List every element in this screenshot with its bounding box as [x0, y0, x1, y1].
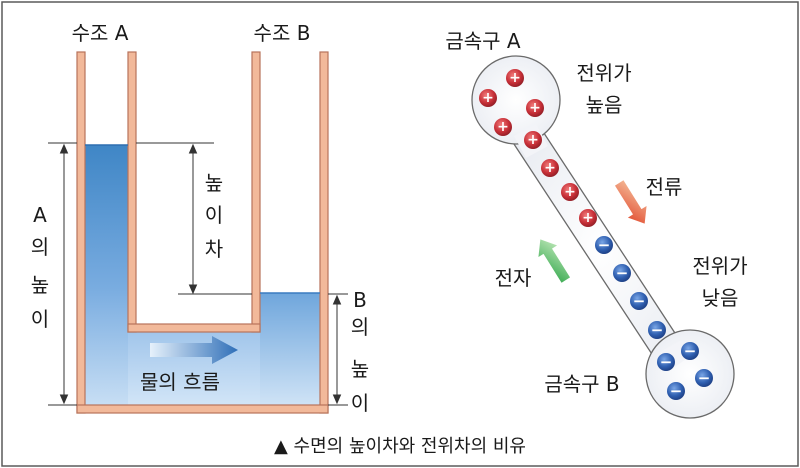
- potential-high-line1: 전위가: [576, 61, 631, 85]
- sphere-b-label: 금속구 B: [544, 372, 619, 396]
- potential-high-line2: 높음: [586, 93, 623, 117]
- current-label: 전류: [646, 175, 683, 199]
- metal-sphere-analogy: + + + + + + + + − − − − − − − − 금속: [445, 29, 748, 419]
- tank-b-outer-wall: [319, 51, 329, 414]
- tank-walls: [76, 51, 329, 414]
- negative-charge: −: [595, 236, 613, 254]
- tank-bottom-wall: [76, 404, 329, 414]
- positive-charge: +: [524, 131, 542, 149]
- svg-text:의: 의: [31, 235, 49, 259]
- tank-b-inner-wall: [251, 51, 261, 333]
- negative-charge: −: [630, 292, 648, 310]
- svg-text:높: 높: [205, 171, 223, 195]
- dimension-arrows: [59, 143, 342, 405]
- negative-charge: −: [648, 321, 666, 339]
- water-tank-analogy: 수조 A 수조 B A 의 높 이 높 이 차 B 의 높 이 물의 흐름: [31, 21, 369, 415]
- height-diff-label: 높 이 차: [205, 171, 223, 261]
- negative-charge: −: [695, 369, 713, 387]
- tank-b-label: 수조 B: [254, 21, 311, 45]
- water-flow-arrow: [150, 336, 238, 364]
- svg-text:이: 이: [205, 203, 223, 227]
- svg-text:이: 이: [351, 391, 369, 415]
- svg-text:B: B: [353, 288, 367, 312]
- positive-charge: +: [506, 69, 524, 87]
- positive-charge: +: [579, 209, 597, 227]
- svg-text:+: +: [582, 210, 594, 226]
- positive-charge: +: [494, 118, 512, 136]
- potential-low-line1: 전위가: [692, 254, 747, 278]
- svg-text:−: −: [670, 382, 683, 400]
- positive-charge: +: [541, 159, 559, 177]
- negative-charge: −: [613, 264, 631, 282]
- height-a-label: A 의 높 이: [31, 203, 49, 331]
- potential-low-line2: 낮음: [702, 286, 739, 310]
- channel-top-wall: [127, 323, 261, 333]
- svg-text:A: A: [33, 203, 47, 227]
- negative-charge: −: [667, 382, 685, 400]
- current-arrow: [614, 180, 647, 224]
- svg-text:의: 의: [351, 315, 369, 339]
- svg-text:높: 높: [31, 273, 49, 297]
- svg-text:+: +: [497, 119, 509, 135]
- svg-text:높: 높: [351, 357, 369, 381]
- electron-arrow: [538, 239, 571, 283]
- positive-charge: +: [479, 89, 497, 107]
- svg-text:+: +: [527, 132, 539, 148]
- svg-text:+: +: [482, 90, 494, 106]
- svg-text:+: +: [509, 70, 521, 86]
- sphere-a-label: 금속구 A: [445, 29, 521, 53]
- svg-text:차: 차: [205, 237, 223, 261]
- svg-text:이: 이: [31, 307, 49, 331]
- svg-text:−: −: [698, 369, 711, 387]
- electron-label: 전자: [495, 266, 532, 290]
- tank-a-water: [85, 145, 128, 405]
- svg-text:−: −: [633, 292, 646, 310]
- connector-water: [128, 326, 260, 405]
- negative-charge: −: [681, 342, 699, 360]
- guide-lines: [48, 142, 348, 406]
- positive-charge: +: [561, 183, 579, 201]
- svg-text:+: +: [544, 160, 556, 176]
- sphere-a: [471, 55, 561, 145]
- figure-caption: ▲ 수면의 높이차와 전위차의 비유: [274, 436, 526, 457]
- tank-b-water: [260, 293, 320, 405]
- positive-charges: + + + + + + + +: [479, 69, 597, 227]
- tank-a-outer-wall: [76, 51, 86, 414]
- svg-text:−: −: [660, 353, 673, 371]
- height-b-label: B 의 높 이: [351, 288, 369, 415]
- svg-text:+: +: [529, 100, 541, 116]
- tank-a-inner-wall: [127, 51, 137, 333]
- water-flow-label: 물의 흐름: [140, 370, 220, 394]
- svg-text:−: −: [616, 264, 629, 282]
- svg-text:+: +: [564, 184, 576, 200]
- negative-charges: − − − − − − − −: [595, 236, 713, 400]
- tank-a-label: 수조 A: [72, 21, 129, 45]
- svg-text:−: −: [598, 236, 611, 254]
- svg-text:−: −: [651, 321, 664, 339]
- negative-charge: −: [657, 353, 675, 371]
- positive-charge: +: [526, 99, 544, 117]
- svg-text:−: −: [684, 342, 697, 360]
